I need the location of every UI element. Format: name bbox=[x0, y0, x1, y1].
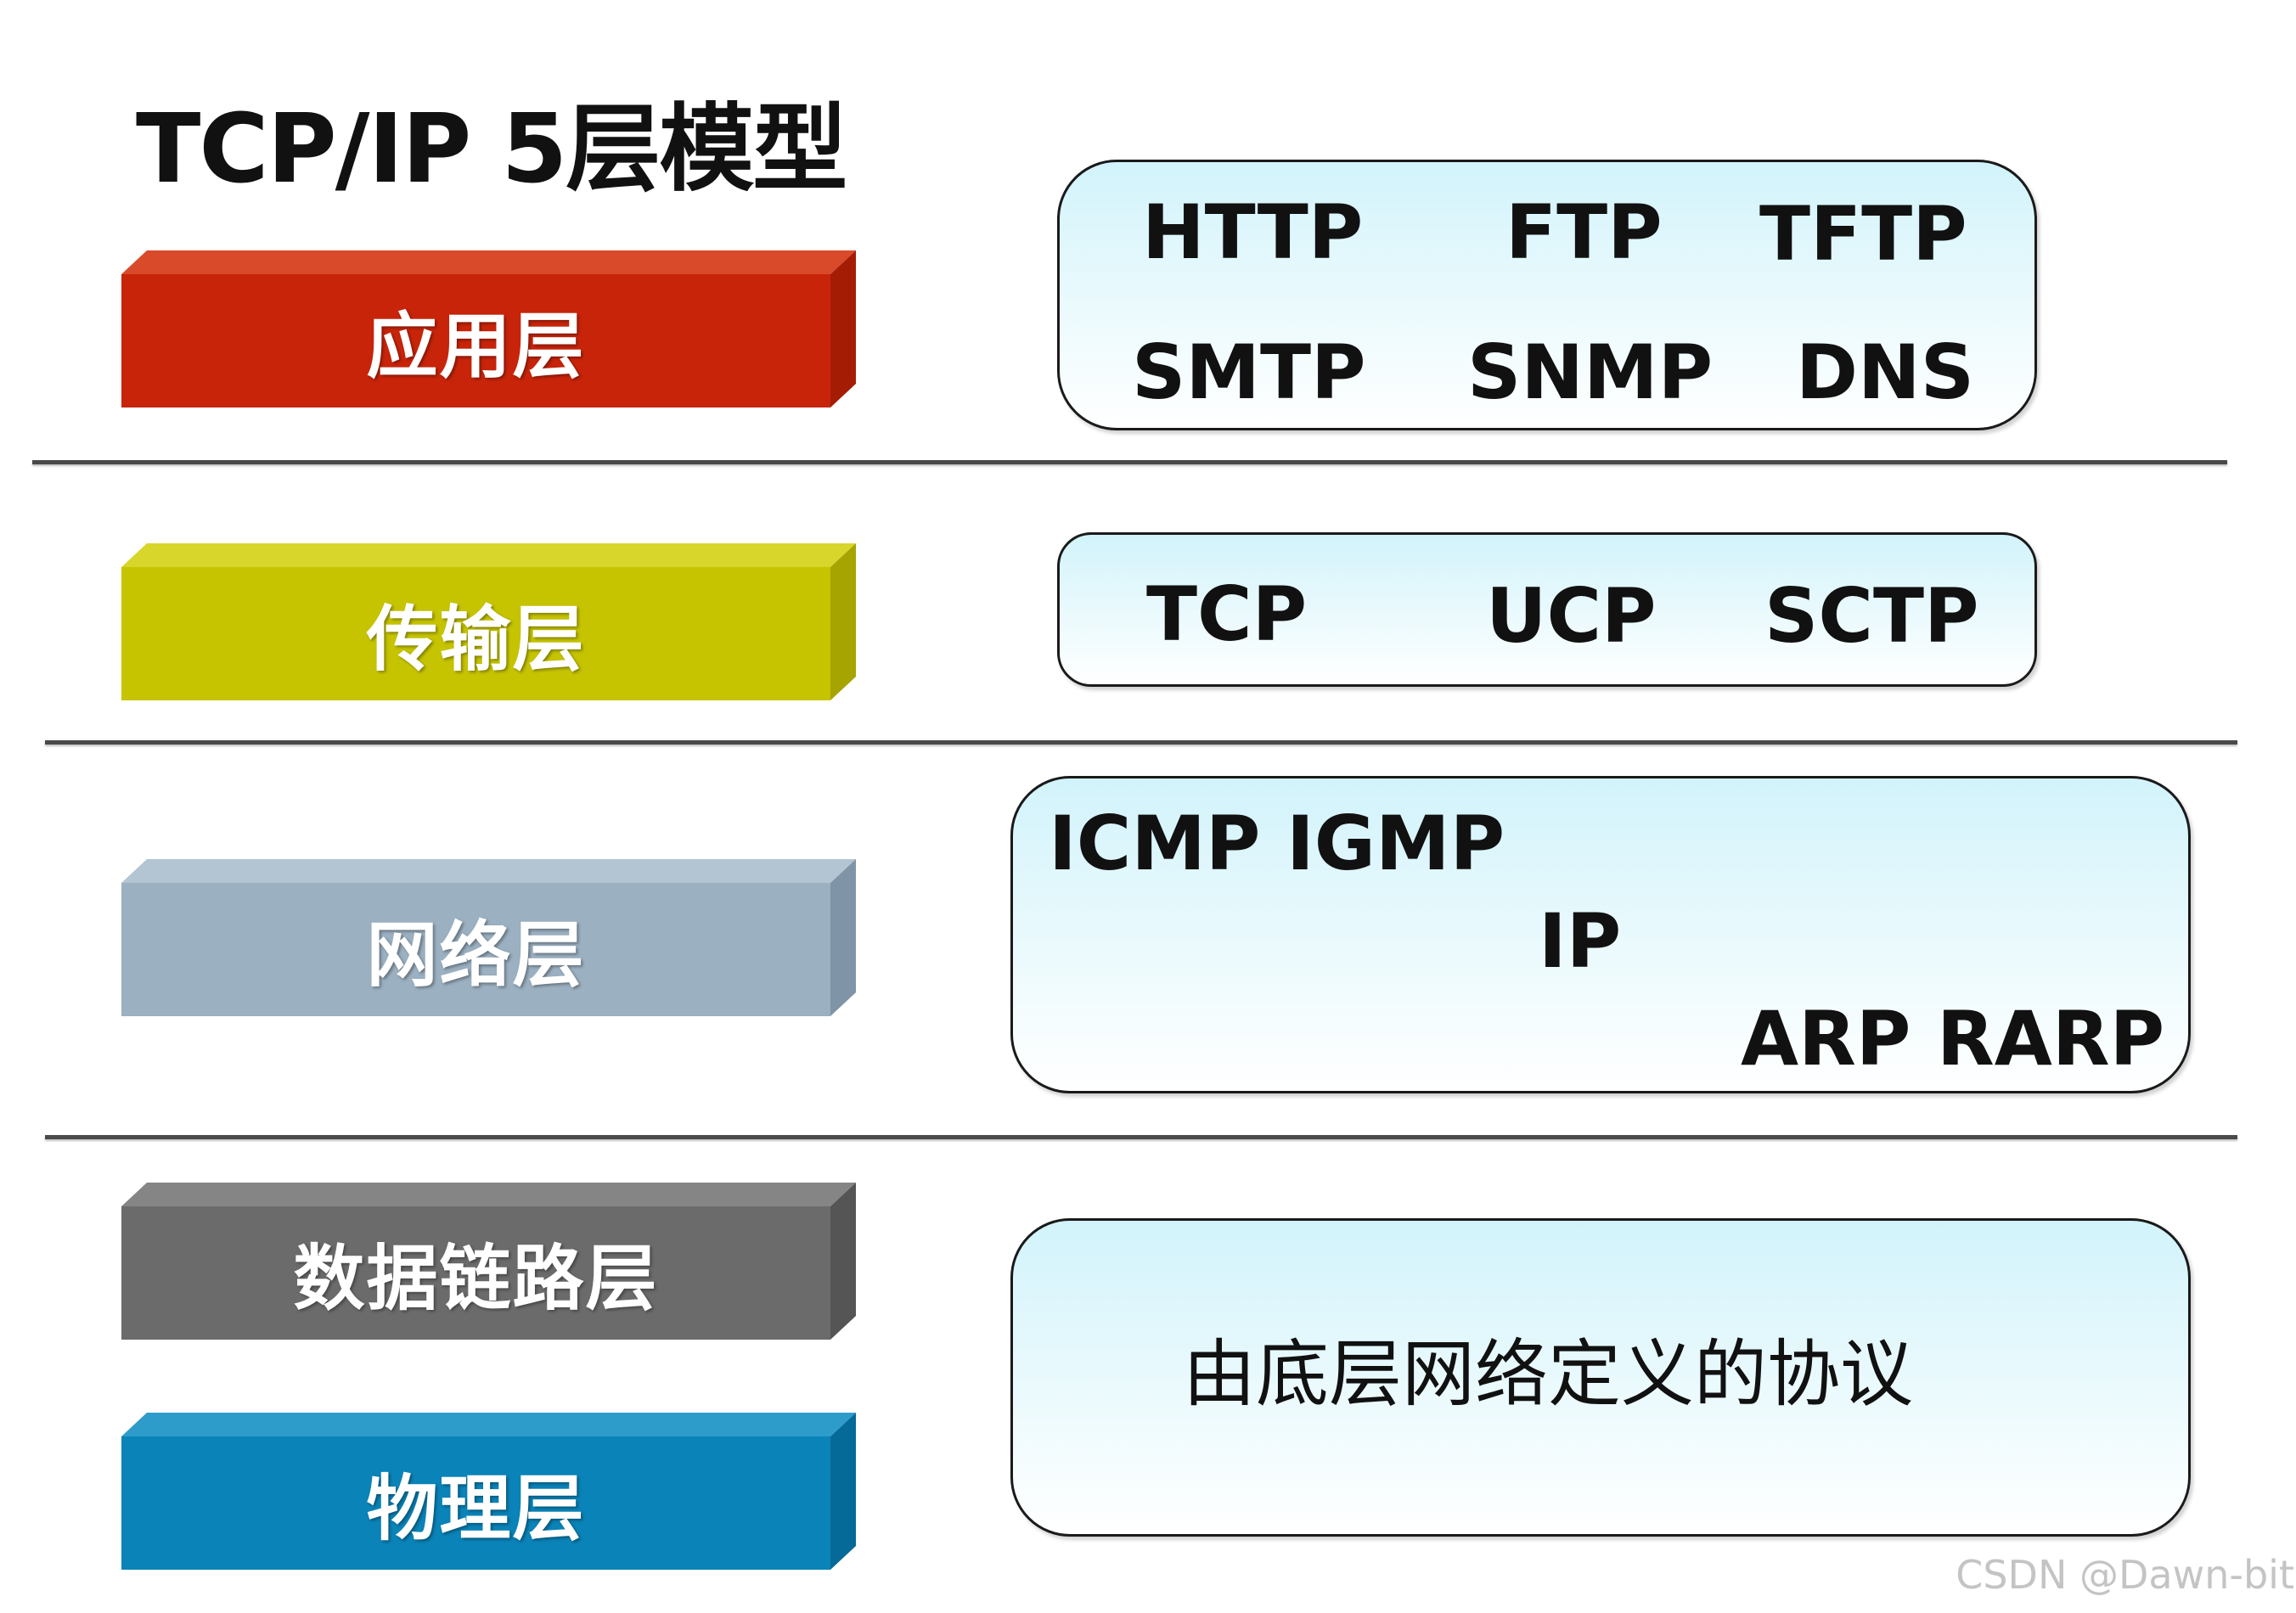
layer-side-face bbox=[830, 1183, 856, 1340]
layer-side-face bbox=[830, 250, 856, 407]
layer-label: 应用层 bbox=[121, 274, 830, 407]
protocol-label: SNMP bbox=[1467, 329, 1714, 416]
layer-side-face bbox=[830, 859, 856, 1016]
layer-data-link: 数据链路层 bbox=[121, 1183, 856, 1340]
layer-label: 数据链路层 bbox=[121, 1206, 830, 1340]
protocol-label: ICMP IGMP bbox=[1049, 800, 1505, 887]
protocol-label: UCP bbox=[1486, 572, 1657, 660]
transport-protocols-box bbox=[1057, 532, 2037, 687]
link-physical-protocols-box bbox=[1010, 1218, 2191, 1537]
layer-top-face bbox=[121, 543, 856, 567]
underlying-network-text: 由底层网络定义的协议 bbox=[1183, 1332, 1913, 1417]
protocol-label: ARP RARP bbox=[1741, 995, 2165, 1082]
layer-top-face bbox=[121, 859, 856, 883]
layer-physical: 物理层 bbox=[121, 1413, 856, 1570]
protocol-label: HTTP bbox=[1142, 188, 1364, 276]
protocol-label: TFTP bbox=[1759, 190, 1967, 278]
layer-top-face bbox=[121, 1413, 856, 1436]
layer-label: 传输层 bbox=[121, 567, 830, 700]
protocol-label: IP bbox=[1539, 897, 1622, 985]
layer-label: 网络层 bbox=[121, 883, 830, 1016]
layer-side-face bbox=[830, 1413, 856, 1570]
protocol-label: SMTP bbox=[1132, 329, 1366, 416]
layer-application: 应用层 bbox=[121, 250, 856, 407]
divider-line bbox=[45, 1135, 2237, 1139]
protocol-label: TCP bbox=[1146, 570, 1308, 658]
protocol-label: FTP bbox=[1505, 188, 1663, 276]
application-protocols-box bbox=[1057, 160, 2037, 430]
layer-top-face bbox=[121, 1183, 856, 1206]
divider-line bbox=[45, 740, 2237, 745]
layer-top-face bbox=[121, 250, 856, 274]
layer-network: 网络层 bbox=[121, 859, 856, 1016]
protocol-label: SCTP bbox=[1764, 572, 1979, 660]
page-title: TCP/IP 5层模型 bbox=[136, 94, 847, 205]
protocol-label: DNS bbox=[1796, 329, 1975, 416]
layer-label: 物理层 bbox=[121, 1436, 830, 1570]
divider-line bbox=[32, 460, 2227, 464]
watermark: CSDN @Dawn-bit bbox=[1956, 1552, 2294, 1598]
layer-side-face bbox=[830, 543, 856, 700]
layer-transport: 传输层 bbox=[121, 543, 856, 700]
network-protocols-box bbox=[1010, 776, 2191, 1093]
